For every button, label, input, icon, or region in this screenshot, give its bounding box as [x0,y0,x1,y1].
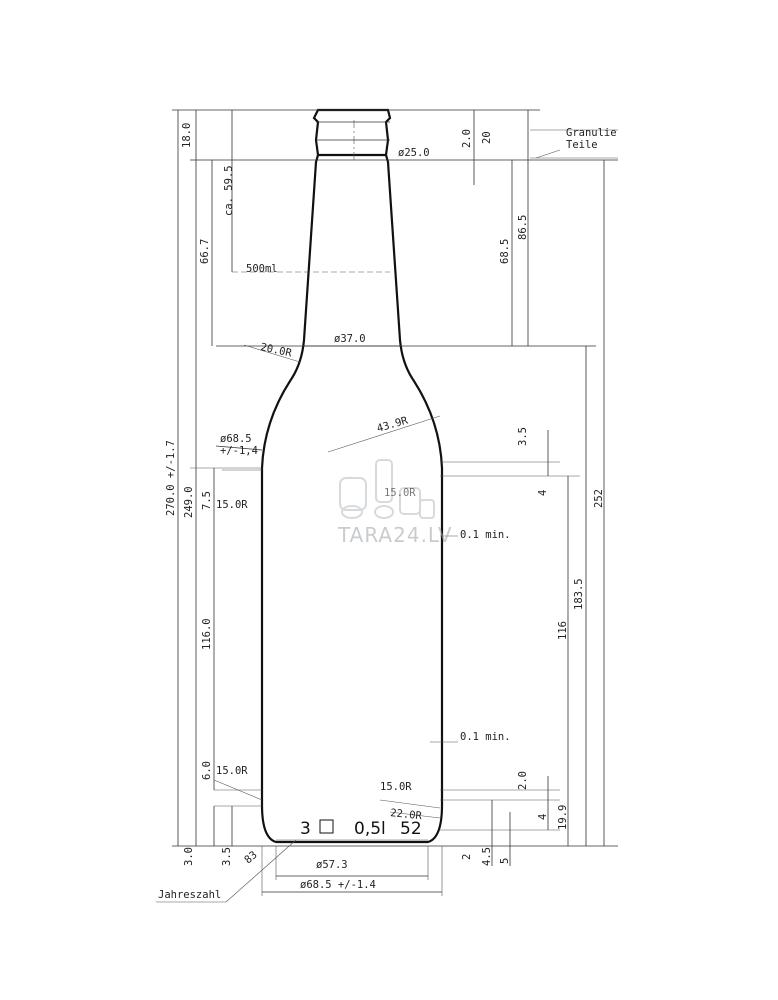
watermark-text: TARA24.LV [337,523,453,547]
dimension-labels: Granulie Teile ø25.0 500ml ø37.0 20.0R 4… [158,123,617,901]
leader-lines [156,149,561,903]
dim-wall-top: 0.1 min. [460,529,511,541]
volume-mark: 500ml [246,263,278,275]
dim-h-5: 5 [499,858,511,864]
code-volume: 0,5l [354,819,386,839]
dim-h-2-0-top: 2.0 [461,129,473,148]
label-teile: Teile [566,139,598,151]
bottle-outline [260,108,444,844]
dim-h-2: 2 [461,854,473,860]
dim-h-18: 18.0 [181,123,193,148]
dim-radius-22: 22.0R [390,807,423,822]
dim-h-116-0: 116.0 [201,618,213,650]
dim-diameter-37: ø37.0 [334,333,366,345]
dim-h-183-5: 183.5 [573,578,585,610]
dim-radius-15-heel-left: 15.0R [216,765,248,777]
dim-h-20: 20 [481,131,493,144]
dim-h-19-9: 19.9 [557,805,569,830]
dim-h-4-5: 4.5 [481,847,493,866]
bottom-embossing: 3 0,5l 52 [300,819,422,839]
dim-wall-bottom: 0.1 min. [460,731,511,743]
dim-h-270: 270.0 +/-1.7 [165,440,177,516]
dim-radius-15-shoulder: 15.0R [216,499,248,511]
left-dimensions [177,110,262,846]
code-left: 3 [300,819,311,839]
dim-diameter-25: ø25.0 [398,147,430,159]
dim-h-3-5-right: 3.5 [517,427,529,446]
dim-h-2-0-bottom: 2.0 [517,771,529,790]
dim-radius-20: 20.0R [259,341,293,359]
dim-diameter-57-3: ø57.3 [316,859,348,871]
watermark-logo: TARA24.LV [337,459,453,547]
dim-h-116: 116 [557,621,569,640]
dim-diameter-68-5-tol: +/-1,4 [220,445,258,457]
label-jahreszahl: Jahreszahl [158,889,221,901]
dim-h-4-bottom: 4 [537,814,549,820]
reference-lines [172,109,618,847]
dim-h-249: 249.0 [183,486,195,518]
diameter-dimensions [215,345,443,896]
dim-radius-43-9: 43.9R [376,414,410,434]
dim-h-3-0: 3.0 [183,847,195,866]
dim-diameter-68-5-side: ø68.5 [220,433,252,445]
dim-h-59-5: ca. 59.5 [223,165,235,216]
code-square [319,819,334,834]
dim-h-6-0: 6.0 [201,761,213,780]
code-right: 52 [400,819,422,839]
label-granulie: Granulie [566,127,617,139]
dim-h-252: 252 [593,489,605,508]
dim-radius-15-heel-right: 15.0R [380,781,412,793]
dim-h-86-5: 86.5 [517,215,529,240]
dim-h-66-7: 66.7 [199,239,211,264]
dim-h-7-5: 7.5 [201,491,213,510]
right-dimensions [473,110,618,866]
dim-diameter-68-5-bottom: ø68.5 +/-1.4 [300,879,376,891]
dim-h-83: 83 [242,849,259,866]
dim-h-4-right: 4 [537,490,549,496]
dim-h-68-5: 68.5 [499,239,511,264]
dim-radius-15-center: 15.0R [384,487,416,499]
dim-h-3-5: 3.5 [221,847,233,866]
